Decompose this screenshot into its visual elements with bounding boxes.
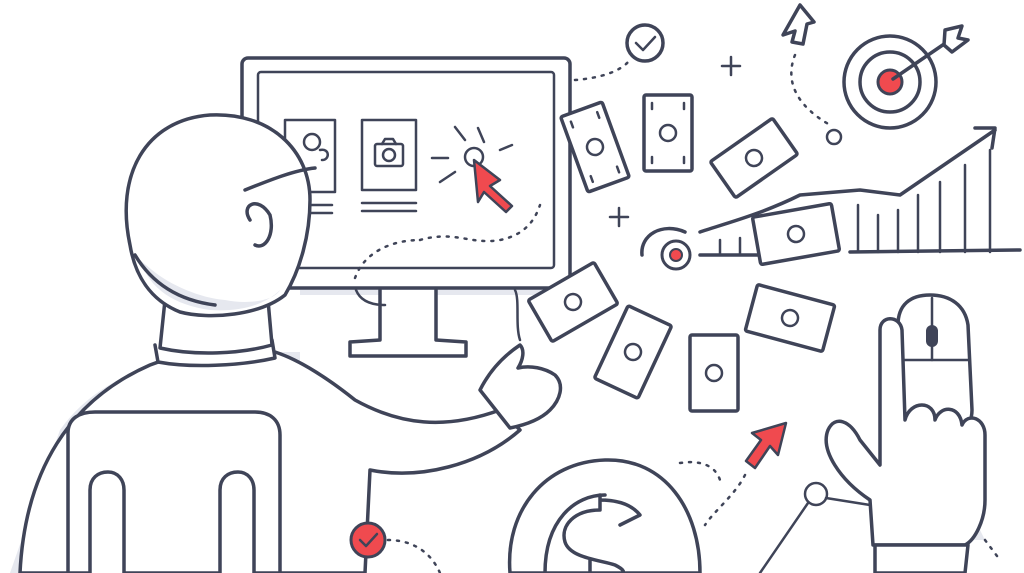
banknote-icon — [751, 201, 841, 267]
banknote-icon — [527, 261, 619, 343]
growth-chart — [640, 126, 1022, 271]
banknote-icon — [709, 117, 799, 199]
chart-bars — [718, 148, 1022, 257]
cursor-arrow-icon — [430, 125, 514, 214]
network-connector — [758, 481, 872, 573]
checkmark-icon — [573, 23, 665, 82]
hand-on-mouse — [824, 317, 1002, 573]
banknote-icon — [688, 333, 740, 413]
plus-icon — [608, 206, 630, 228]
cursor-arrow-icon-red — [703, 421, 788, 527]
banknote-icon — [743, 283, 837, 353]
banknote-icon — [559, 100, 631, 194]
chair — [66, 410, 282, 573]
target-icon — [842, 24, 970, 130]
dollar-icon — [507, 458, 722, 573]
screen-dashed-path — [418, 203, 542, 243]
computer-mouse-icon — [896, 293, 974, 442]
camera-icon — [360, 118, 418, 213]
banknote-icon — [593, 304, 673, 400]
arrow-up-icon — [781, 3, 843, 146]
checkmark-icon-red — [349, 521, 442, 573]
plus-icon — [720, 55, 742, 77]
banknote-icon — [642, 93, 694, 173]
screen-dashed-path-left — [353, 238, 422, 280]
